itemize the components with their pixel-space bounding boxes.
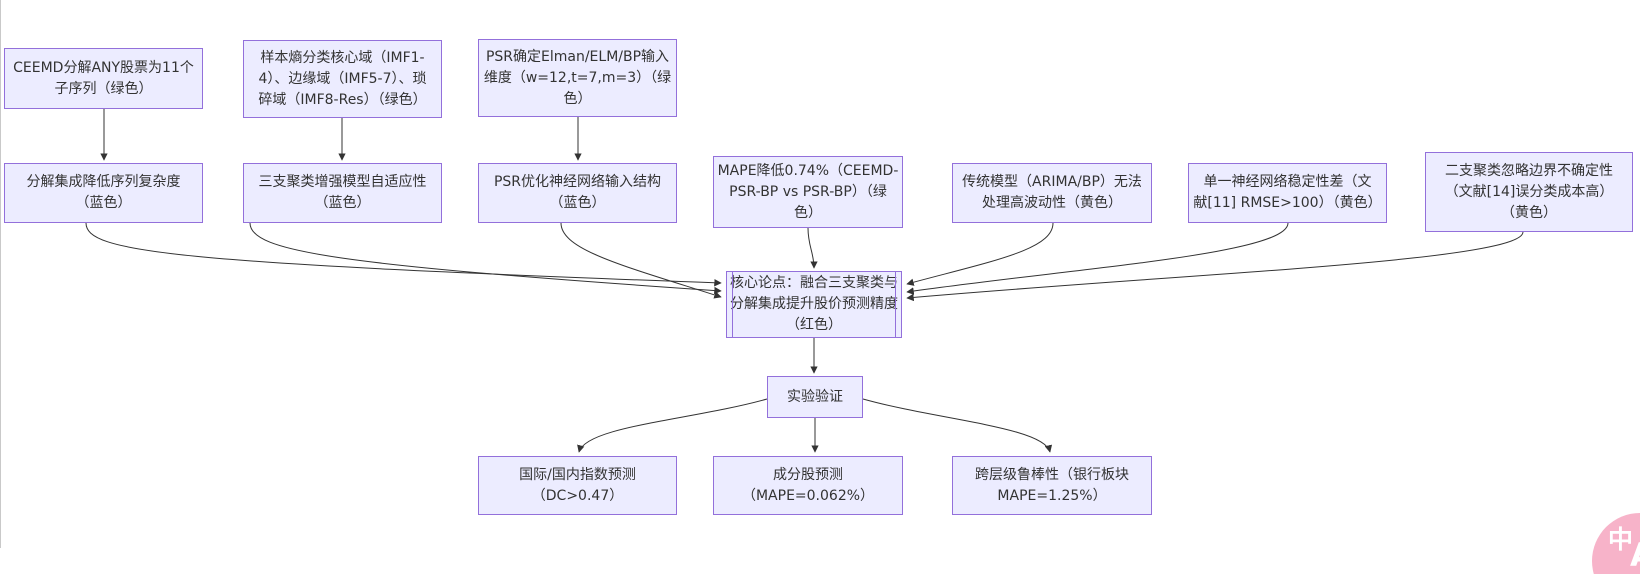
node-cross-level-robustness: 跨层级鲁棒性（银行板块 MAPE=1.25%） [952,456,1152,515]
node-sample-entropy: 样本熵分类核心域（IMF1- 4）、边缘域（IMF5-7）、琐 碎域（IMF8-… [243,40,442,118]
edge-mape-to-core [807,227,818,269]
node-component-stock-prediction: 成分股预测 （MAPE=0.062%） [713,456,903,515]
edge-experiment-to-index [577,398,768,453]
node-index-prediction: 国际/国内指数预测 （DC>0.47） [478,456,677,515]
node-two-way-clustering-limitation: 二支聚类忽略边界不确定性 （文献[14]误分类成本高） （黄色） [1425,152,1633,232]
core-thesis-label: 核心论点：融合三支聚类与 分解集成提升股价预测精度 （红色） [730,275,898,333]
core-thesis-inner-border-left [732,272,733,337]
node-psr-optimization: PSR优化神经网络输入结构 （蓝色） [478,163,677,223]
node-psr-dimension: PSR确定Elman/ELM/BP输入 维度（w=12,t=7,m=3）（绿 色… [478,39,677,117]
node-mape-improvement: MAPE降低0.74%（CEEMD- PSR-BP vs PSR-BP）（绿 色… [713,156,903,228]
edge-experiment-to-robustness [862,398,1053,453]
node-experiment-validation: 实验验证 [767,376,863,418]
edge-twoway-to-core [906,231,1524,302]
core-thesis-inner-border-right [895,272,896,337]
node-traditional-model-limitation: 传统模型（ARIMA/BP）无法 处理高波动性（黄色） [952,163,1152,223]
page-left-edge [0,0,1,548]
node-single-nn-limitation: 单一神经网络稳定性差（文 献[11] RMSE>100）（黄色） [1188,163,1387,223]
translate-badge-latin-glyph: A [1630,539,1640,571]
node-decomposition-ensemble: 分解集成降低序列复杂度 （蓝色） [4,163,203,223]
node-ceemd-decomposition: CEEMD分解ANY股票为11个 子序列（绿色） [4,48,203,109]
edge-psropt-to-core [560,222,722,299]
node-three-way-clustering: 三支聚类增强模型自适应性 （蓝色） [243,163,442,223]
edge-threeway-to-core [249,222,722,295]
edge-decomposition-to-core [85,222,722,287]
edge-singlenn-to-core [906,222,1289,295]
translate-badge-cn-glyph: 中 [1608,525,1634,554]
edge-traditional-to-core [906,222,1054,286]
translate-badge-button[interactable]: 中 A [1592,513,1640,574]
node-core-thesis: 核心论点：融合三支聚类与 分解集成提升股价预测精度 （红色） [726,271,902,338]
